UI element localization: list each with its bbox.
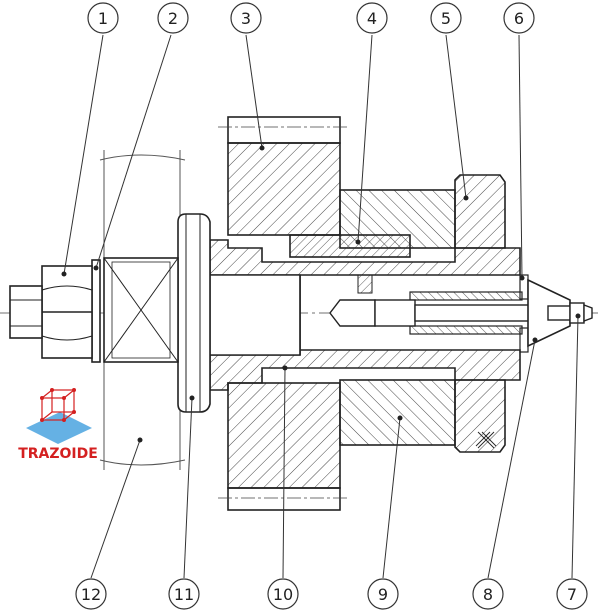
svg-text:4: 4 — [367, 9, 377, 28]
callout-12: 12 — [75, 578, 107, 610]
callout-4: 4 — [356, 2, 388, 34]
callout-3: 3 — [230, 2, 262, 34]
callout-2: 2 — [157, 2, 189, 34]
leader-lines — [63, 34, 579, 579]
part-2-washer — [91, 259, 101, 363]
svg-text:10: 10 — [273, 585, 293, 604]
part-8-bushing — [409, 274, 529, 353]
svg-text:7: 7 — [567, 585, 577, 604]
svg-text:11: 11 — [174, 585, 194, 604]
svg-text:12: 12 — [81, 585, 101, 604]
svg-text:6: 6 — [514, 9, 524, 28]
grease-bore — [329, 274, 556, 327]
square-nut-block — [103, 257, 179, 363]
svg-text:8: 8 — [483, 585, 493, 604]
cube-icon — [26, 388, 92, 444]
callout-10: 10 — [267, 578, 299, 610]
callout-9: 9 — [367, 578, 399, 610]
callout-7: 7 — [556, 578, 588, 610]
svg-text:2: 2 — [168, 9, 178, 28]
svg-text:5: 5 — [441, 9, 451, 28]
part-1-nut — [9, 265, 93, 359]
svg-text:1: 1 — [98, 9, 108, 28]
part-7-grease-nipple — [547, 302, 593, 324]
callout-1: 1 — [87, 2, 119, 34]
svg-text:9: 9 — [378, 585, 388, 604]
callout-8: 8 — [472, 578, 504, 610]
knurl-mark — [475, 431, 497, 449]
logo-text: TRAZOIDE — [18, 446, 98, 462]
part-10-shaft — [209, 239, 521, 391]
trazoide-logo: TRAZOIDE — [18, 388, 98, 462]
callout-11: 11 — [168, 578, 200, 610]
leader-dots — [61, 145, 581, 443]
part-11-flange — [177, 213, 211, 413]
svg-text:3: 3 — [241, 9, 251, 28]
callout-5: 5 — [430, 2, 462, 34]
callout-6: 6 — [503, 2, 535, 34]
part-4-key — [289, 234, 411, 258]
